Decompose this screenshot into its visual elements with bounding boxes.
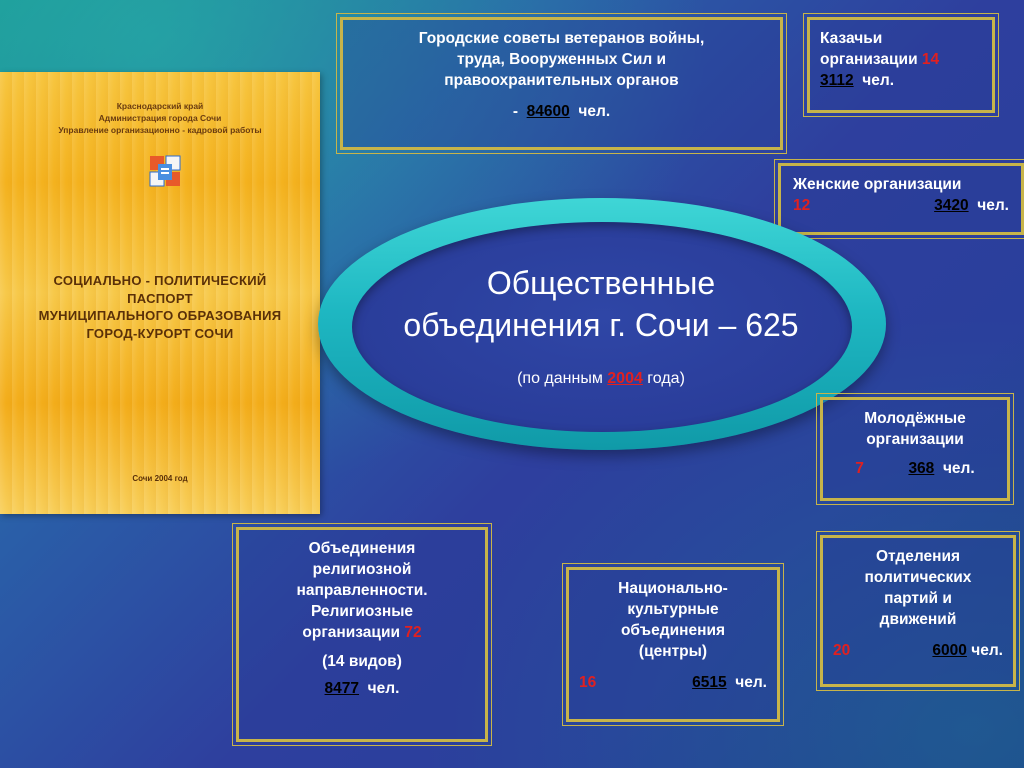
veterans-total: - 84600 чел. bbox=[353, 101, 770, 122]
passport-book-cover: Краснодарский край Администрация города … bbox=[0, 72, 320, 514]
book-header-line: Управление организационно - кадровой раб… bbox=[58, 125, 262, 135]
central-title-line1: Общественные bbox=[486, 265, 716, 301]
women-line: Женские организации bbox=[793, 176, 962, 193]
religious-line: Религиозные bbox=[310, 603, 414, 620]
religious-line: религиозной bbox=[312, 561, 412, 578]
national-line: культурные bbox=[627, 601, 719, 618]
veterans-councils-box: Городские советы ветеранов войны, труда,… bbox=[336, 13, 787, 154]
book-title-line: МУНИЦИПАЛЬНОГО ОБРАЗОВАНИЯ bbox=[38, 308, 282, 323]
religious-line: направленности. bbox=[296, 582, 428, 599]
central-title: Общественные объединения г. Сочи – 625 bbox=[356, 262, 846, 346]
youth-line: организации bbox=[866, 431, 964, 448]
sochi-emblem-icon bbox=[149, 155, 181, 187]
youth-count: 7 bbox=[855, 460, 864, 477]
parties-total: 20 6000 чел. bbox=[833, 640, 1003, 661]
religious-kinds: (14 видов) bbox=[322, 653, 402, 670]
book-title-line: СОЦИАЛЬНО - ПОЛИТИЧЕСКИЙ bbox=[53, 273, 267, 288]
book-header-line: Краснодарский край bbox=[116, 101, 204, 111]
parties-line: Отделения bbox=[875, 548, 961, 565]
veterans-people: 84600 bbox=[526, 103, 570, 120]
cossack-total: 3112 чел. bbox=[820, 70, 982, 91]
parties-people: 6000 bbox=[932, 642, 967, 659]
central-subtitle: (по данным 2004 года) bbox=[356, 370, 846, 388]
book-title-line: ПАСПОРТ bbox=[127, 290, 193, 306]
parties-unit: чел. bbox=[971, 642, 1003, 659]
women-people: 3420 bbox=[934, 197, 969, 214]
religious-label: организации bbox=[302, 624, 401, 641]
national-people: 6515 bbox=[692, 674, 727, 691]
parties-line: политических bbox=[864, 569, 972, 586]
veterans-dash: - bbox=[512, 103, 519, 120]
central-sub-year: 2004 bbox=[607, 370, 643, 387]
women-unit: чел. bbox=[977, 197, 1009, 214]
cossack-organizations-box: Казачьи организации 14 3112 чел. bbox=[803, 13, 999, 117]
religious-line5: организации 72 bbox=[249, 622, 475, 643]
cossack-line: Казачьи bbox=[820, 30, 883, 47]
religious-unit: чел. bbox=[367, 680, 400, 697]
cossack-people: 3112 bbox=[820, 72, 854, 89]
national-line: (центры) bbox=[638, 643, 708, 660]
book-title: СОЦИАЛЬНО - ПОЛИТИЧЕСКИЙ ПАСПОРТ МУНИЦИП… bbox=[15, 272, 305, 342]
national-total: 16 6515 чел. bbox=[579, 672, 767, 693]
national-cultural-box: Национально- культурные объединения (цен… bbox=[562, 563, 784, 726]
central-title-line2: объединения г. Сочи – 625 bbox=[403, 307, 799, 343]
book-header: Краснодарский край Администрация города … bbox=[20, 100, 300, 136]
central-sub-prefix: (по данным bbox=[517, 370, 608, 387]
youth-organizations-box: Молодёжные организации 7 368 чел. bbox=[816, 393, 1014, 505]
book-header-line: Администрация города Сочи bbox=[98, 113, 222, 123]
veterans-line: правоохранительных органов bbox=[444, 72, 679, 89]
central-ring-inner bbox=[352, 222, 852, 432]
veterans-unit: чел. bbox=[578, 103, 611, 120]
women-organizations-box: Женские организации 12 3420 чел. bbox=[774, 159, 1024, 239]
cossack-count: 14 bbox=[921, 51, 940, 68]
national-count: 16 bbox=[579, 674, 597, 691]
cossack-label: организации bbox=[820, 51, 918, 68]
women-count: 12 bbox=[793, 197, 811, 214]
cossack-unit: чел. bbox=[862, 72, 895, 89]
parties-line: движений bbox=[879, 611, 957, 628]
veterans-line: Городские советы ветеранов войны, bbox=[418, 30, 705, 47]
religious-line: Объединения bbox=[308, 540, 416, 557]
political-parties-box: Отделения политических партий и движений… bbox=[816, 531, 1020, 691]
parties-count: 20 bbox=[833, 642, 851, 659]
book-title-line: ГОРОД-КУРОРТ СОЧИ bbox=[86, 325, 234, 341]
religious-associations-box: Объединения религиозной направленности. … bbox=[232, 523, 492, 746]
religious-count: 72 bbox=[404, 624, 422, 641]
veterans-line: труда, Вооруженных Сил и bbox=[456, 51, 667, 68]
national-unit: чел. bbox=[735, 674, 767, 691]
book-footer: Сочи 2004 год bbox=[132, 474, 188, 483]
youth-line: Молодёжные bbox=[864, 410, 966, 427]
national-line: Национально- bbox=[618, 580, 728, 597]
youth-people: 368 bbox=[908, 460, 935, 477]
national-line: объединения bbox=[620, 622, 726, 639]
religious-people: 8477 bbox=[324, 680, 360, 697]
parties-line: партий и bbox=[884, 590, 952, 607]
religious-total: 8477 чел. bbox=[249, 678, 475, 699]
cossack-line2: организации 14 bbox=[820, 49, 982, 70]
women-total: 12 3420 чел. bbox=[793, 195, 1009, 216]
youth-unit: чел. bbox=[942, 460, 975, 477]
central-sub-suffix: года) bbox=[642, 370, 685, 387]
youth-total: 7 368 чел. bbox=[833, 458, 997, 479]
